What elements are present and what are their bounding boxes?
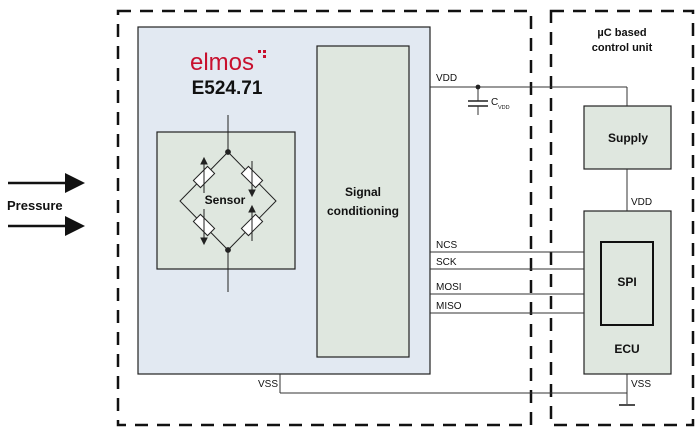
capacitor-label-subscript: VDD xyxy=(498,105,510,111)
control-unit-boundary-dashed xyxy=(549,9,695,427)
control-unit-title-line1: µC based xyxy=(597,27,646,39)
signal-ncs-label: NCS xyxy=(436,240,457,251)
vdd-junction xyxy=(475,84,481,90)
capacitor-icon xyxy=(468,100,488,107)
signal-sck-label: SCK xyxy=(436,257,457,268)
module-boundary-dashed xyxy=(116,9,533,427)
spi-block xyxy=(600,241,654,326)
signal-mosi-label: MOSI xyxy=(436,282,462,293)
control-unit-title-line2: control unit xyxy=(592,42,653,54)
part-number: E524.71 xyxy=(192,78,263,99)
spi-bus xyxy=(430,251,584,314)
wheatstone-bridge-icon xyxy=(179,115,277,292)
vdd-top-label: VDD xyxy=(436,73,457,84)
ecu-label: ECU xyxy=(614,342,639,356)
logo-dots-icon xyxy=(258,50,266,58)
supply-block xyxy=(583,105,672,170)
spi-label: SPI xyxy=(617,275,636,289)
signal-conditioning-block xyxy=(316,45,410,358)
vss-right-label: VSS xyxy=(631,379,651,390)
pressure-label: Pressure xyxy=(7,198,63,213)
sensor-label: Sensor xyxy=(205,193,246,207)
signal-miso-label: MISO xyxy=(436,301,462,312)
vss-left-label: VSS xyxy=(258,379,278,390)
capacitor-label: C xyxy=(491,97,498,108)
signal-conditioning-label-line2: conditioning xyxy=(327,204,399,218)
supply-label: Supply xyxy=(608,131,648,145)
elmos-logo: elmos xyxy=(190,49,254,76)
vss-net xyxy=(279,374,628,404)
vdd-ecu-label: VDD xyxy=(631,197,652,208)
signal-conditioning-label-line1: Signal xyxy=(345,185,381,199)
